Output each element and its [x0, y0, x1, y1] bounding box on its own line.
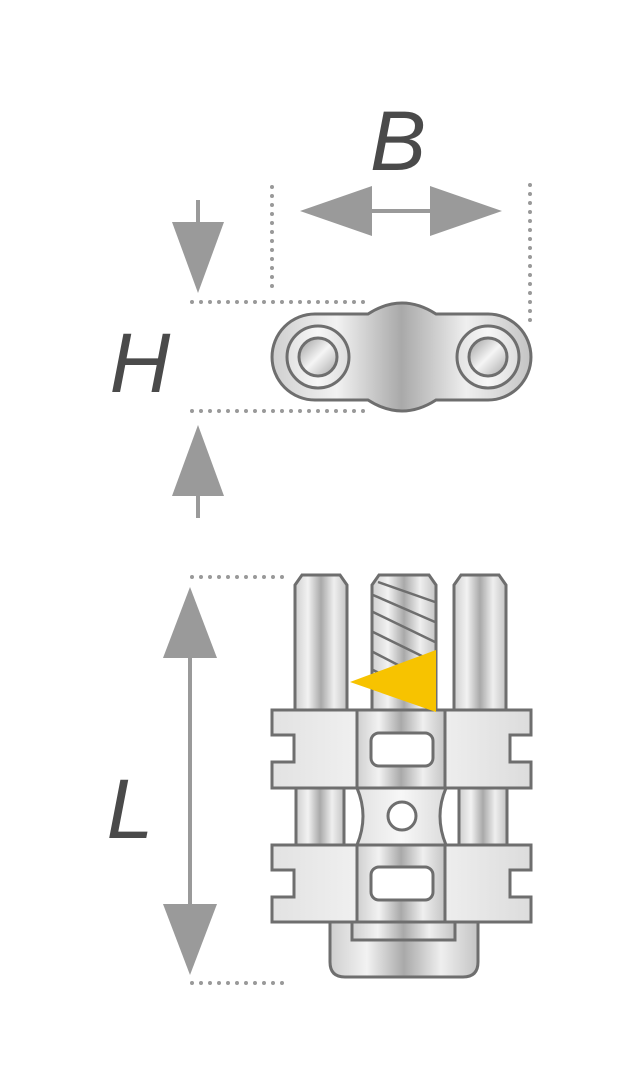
length-arrow — [163, 587, 217, 975]
yellow-marker-icon — [350, 650, 436, 712]
width-arrow — [300, 186, 502, 236]
length-label: L — [107, 762, 154, 856]
height-arrows — [172, 200, 224, 518]
plate-top-view — [270, 301, 533, 413]
dotted-guides — [190, 183, 532, 985]
implant-side-view — [270, 573, 533, 979]
height-label: H — [110, 316, 171, 410]
width-label: B — [370, 94, 426, 188]
